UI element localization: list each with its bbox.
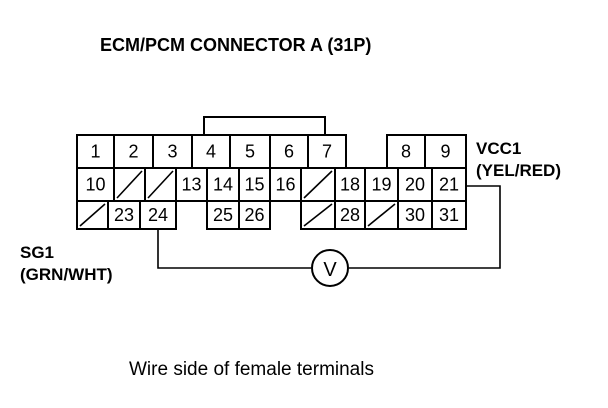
- terminal-18: 18: [334, 167, 366, 202]
- test-wiring: V: [157, 185, 501, 287]
- terminal-6: 6: [269, 134, 309, 169]
- terminal-cell: [238, 167, 271, 202]
- terminal-cell: [364, 167, 399, 202]
- sg1-label: SG1: [20, 243, 54, 262]
- terminal-cell: [334, 200, 366, 230]
- terminal-number: 21: [439, 175, 459, 195]
- terminal-empty: [300, 200, 336, 230]
- terminal-3: 3: [152, 134, 193, 169]
- terminal-number: 26: [244, 205, 264, 225]
- terminal-number: 25: [213, 205, 233, 225]
- terminal-5: 5: [229, 134, 271, 169]
- terminal-empty: [144, 167, 177, 202]
- terminal-cell: [206, 167, 240, 202]
- terminal-20: 20: [397, 167, 433, 202]
- vcc1-wire-color: (YEL/RED): [476, 161, 561, 180]
- terminal-19: 19: [364, 167, 399, 202]
- terminal-number: 10: [85, 175, 105, 195]
- terminal-number: 24: [148, 205, 168, 225]
- vcc1-label: VCC1: [476, 139, 521, 158]
- wire-vcc1: [349, 185, 501, 269]
- blank-terminal-slash: [367, 203, 396, 227]
- terminal-number: 9: [440, 142, 450, 162]
- terminal-empty: [113, 167, 146, 202]
- terminal-cell: [431, 167, 467, 202]
- terminal-25: 25: [206, 200, 240, 230]
- terminal-cell: [139, 200, 177, 230]
- terminal-28: 28: [334, 200, 366, 230]
- terminal-cell: [206, 200, 240, 230]
- blank-terminal-slash: [79, 203, 106, 227]
- terminal-14: 14: [206, 167, 240, 202]
- terminal-number: 4: [206, 142, 216, 162]
- voltmeter-label: V: [323, 259, 337, 281]
- terminal-number: 16: [275, 175, 295, 195]
- terminal-10: 10: [76, 167, 115, 202]
- terminal-number: 13: [181, 175, 201, 195]
- terminal-cell: [431, 200, 467, 230]
- wire-sg1: [157, 229, 311, 269]
- terminal-2: 2: [113, 134, 154, 169]
- terminal-number: 6: [284, 142, 294, 162]
- terminal-31: 31: [431, 200, 467, 230]
- blank-terminal-slash: [116, 170, 143, 199]
- terminal-23: 23: [107, 200, 141, 230]
- terminal-15: 15: [238, 167, 271, 202]
- voltmeter-symbol: [311, 249, 349, 287]
- terminal-number: 20: [405, 175, 425, 195]
- terminal-number: 15: [244, 175, 264, 195]
- terminal-26: 26: [238, 200, 271, 230]
- terminal-empty: [76, 200, 109, 230]
- terminal-number: 8: [401, 142, 411, 162]
- terminal-empty: [364, 200, 399, 230]
- sg1-wire-color: (GRN/WHT): [20, 265, 113, 284]
- terminal-cell: [76, 167, 115, 202]
- terminal-number: 14: [213, 175, 233, 195]
- diagram-title: ECM/PCM CONNECTOR A (31P): [100, 35, 371, 55]
- terminal-empty: [300, 167, 336, 202]
- blank-terminal-slash: [303, 203, 333, 227]
- terminal-13: 13: [175, 167, 208, 202]
- terminal-cell: [386, 134, 426, 169]
- terminal-21: 21: [431, 167, 467, 202]
- terminal-number: 1: [90, 142, 100, 162]
- connector-latch: [203, 116, 326, 136]
- terminal-number: 5: [245, 142, 255, 162]
- terminal-number: 23: [114, 205, 134, 225]
- terminal-number: 30: [405, 205, 425, 225]
- blank-terminal-slash: [303, 170, 333, 199]
- terminal-cell: [238, 200, 271, 230]
- terminal-number: 31: [439, 205, 459, 225]
- terminal-16: 16: [269, 167, 302, 202]
- terminal-30: 30: [397, 200, 433, 230]
- terminal-number: 18: [340, 175, 360, 195]
- terminal-4: 4: [191, 134, 231, 169]
- terminal-8: 8: [386, 134, 426, 169]
- terminal-number: 2: [128, 142, 138, 162]
- terminal-number: 7: [322, 142, 332, 162]
- diagram-caption: Wire side of female terminals: [129, 359, 374, 380]
- terminal-9: 9: [424, 134, 467, 169]
- blank-terminal-slash: [147, 170, 174, 199]
- terminal-cell: [397, 200, 433, 230]
- terminal-cell: [269, 167, 302, 202]
- terminal-number: 3: [167, 142, 177, 162]
- terminal-1: 1: [76, 134, 115, 169]
- terminal-number: 19: [371, 175, 391, 195]
- terminal-number: 28: [340, 205, 360, 225]
- terminal-7: 7: [307, 134, 347, 169]
- terminal-24: 24: [139, 200, 177, 230]
